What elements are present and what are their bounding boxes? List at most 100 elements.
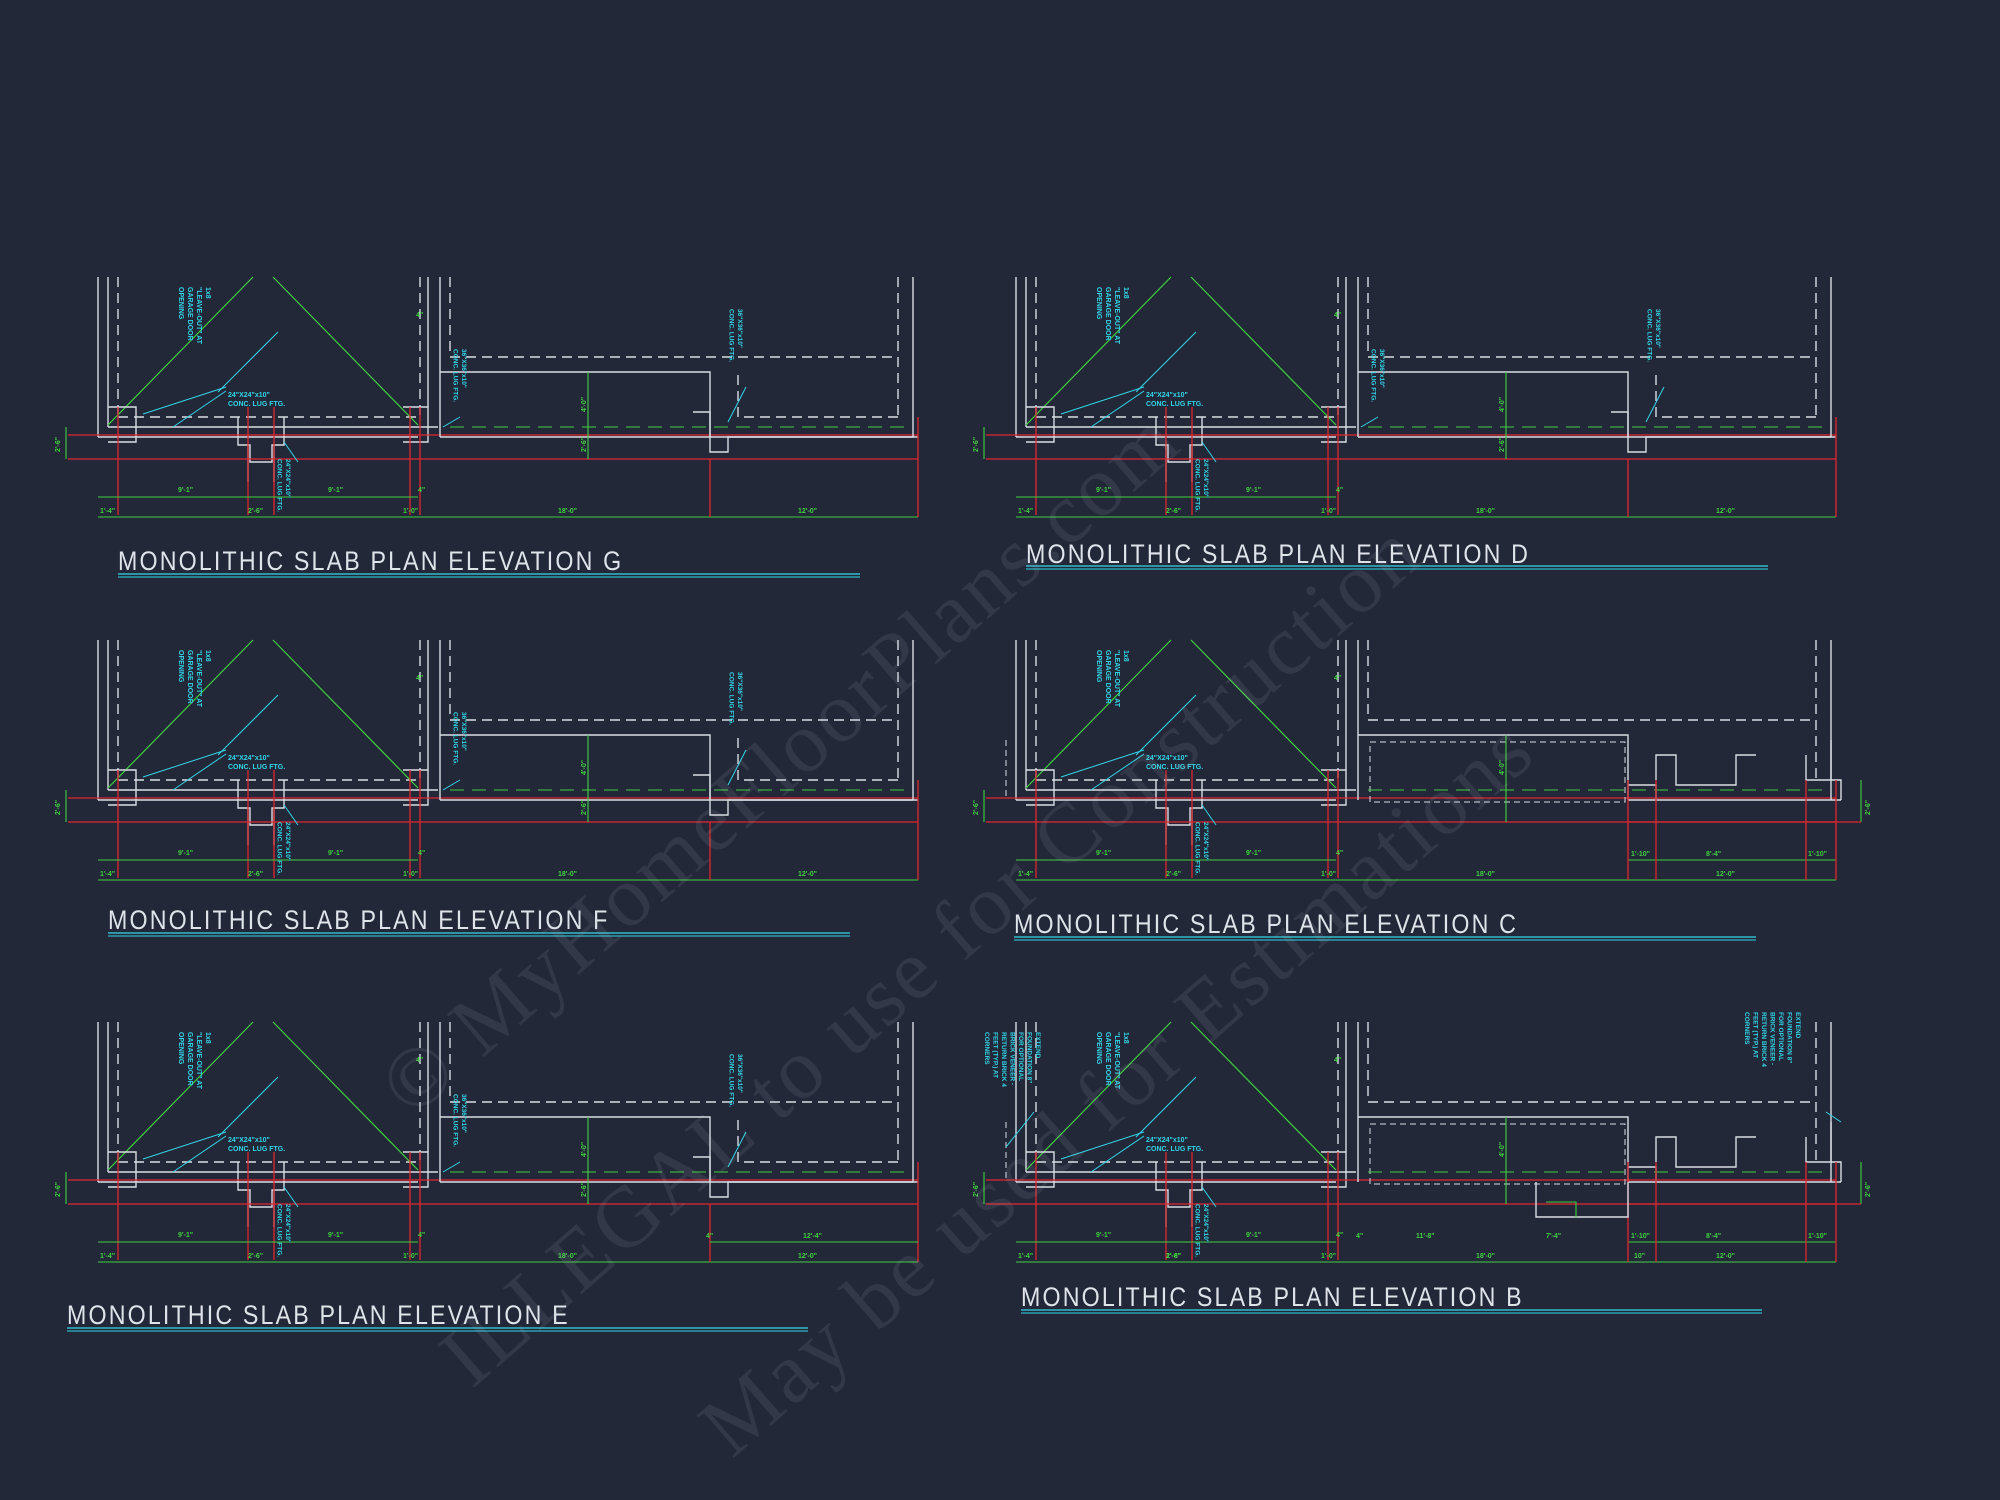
note-lug-footing-small: 24"X24"x10"CONC. LUG FTG. — [276, 822, 292, 875]
dim-left-vertical: 2'-6" — [55, 800, 62, 815]
note-garage-leave-out: 1x8"LEAVE-OUT" ATGARAGE DOOROPENING — [1095, 1032, 1129, 1090]
leader-lug-footing-2 — [172, 753, 227, 791]
note-lug-footing-36-right: 36"X36"x10"CONC. LUG FTG. — [728, 1054, 744, 1107]
leader-garage — [217, 331, 279, 393]
stagger-outline — [1655, 754, 1756, 786]
dim-porch-step: 2'-6" — [1499, 437, 1506, 452]
dim-house-width: 18'-0" — [558, 871, 577, 878]
dim-wall-4: 4" — [1334, 312, 1341, 319]
garage-door-diagonal-left — [107, 276, 254, 426]
note-lug-footing-small: 24"X24"x10"CONC. LUG FTG. — [1194, 459, 1210, 512]
leader-lug-36-right — [727, 386, 747, 423]
leader-lug-small — [283, 804, 299, 826]
dim-garage-right: 9'-1" — [1246, 487, 1261, 494]
garage-door-diagonal-right — [1190, 276, 1337, 426]
leader-lug-footing-2 — [1090, 390, 1145, 428]
leader-lug-footing-2 — [172, 390, 227, 428]
dim-4-inch: 4" — [1336, 487, 1343, 494]
note-lug-footing-36: 36"X36"x10"CONC. LUG FTG. — [452, 1094, 468, 1147]
house-inner-wall — [737, 1117, 898, 1163]
dim-house-width: 18'-0" — [558, 508, 577, 515]
dim-garage-left: 9'-1" — [178, 1232, 193, 1239]
leader-lug-footing — [142, 386, 227, 415]
dim-porch-depth: 4'-0" — [581, 760, 588, 775]
center-lug-footing — [237, 417, 285, 463]
dim-garage-right: 9'-1" — [328, 487, 343, 494]
leader-lug-small — [1201, 1186, 1217, 1208]
dim-house-width: 18'-0" — [1476, 871, 1495, 878]
dim-house-width-right: 12'-0" — [1716, 871, 1735, 878]
note-lug-footing: 24"X24"x10"CONC. LUG FTG. — [1146, 392, 1203, 408]
corner-lug-footing-left — [1026, 769, 1055, 806]
dim-garage-right: 9'-1" — [1246, 1232, 1261, 1239]
dim-4-inch: 4" — [418, 1232, 425, 1239]
dim-4-inch-right: 4" — [706, 1233, 713, 1240]
leader-lug-36-right — [727, 1131, 747, 1168]
corner-lug-footing-left — [1026, 406, 1055, 443]
dim-corner-left: 1'-4" — [100, 871, 115, 878]
note-lug-footing-36: 36"X36"x10"CONC. LUG FTG. — [1370, 349, 1386, 402]
porch-inner-dashed — [1369, 741, 1626, 803]
leader-lug-footing-2 — [1090, 753, 1145, 791]
dim-porch-depth: 4'-0" — [1499, 760, 1506, 775]
dim-lug-width: 2'-6" — [248, 1253, 263, 1260]
dim-house-width: 18'-0" — [1476, 508, 1495, 515]
leader-lug-footing-2 — [1090, 1135, 1145, 1173]
dim-house-width-right: 12'-0" — [1716, 1253, 1735, 1260]
slab-plan-panel-0: 2'-6"9'-1"9'-1"1'-4"2'-6"1'-0"4"4"1x8"LE… — [55, 276, 919, 518]
slab-plan-panel-1: 2'-6"9'-1"9'-1"1'-4"2'-6"1'-0"4"4"1x8"LE… — [973, 276, 1837, 518]
dim-corner-left: 1'-4" — [1018, 871, 1033, 878]
dim-corner-right: 1'-0" — [403, 1253, 418, 1260]
note-lug-footing-small: 24"X24"x10"CONC. LUG FTG. — [1194, 1204, 1210, 1257]
note-lug-footing-36: 36"X36"x10"CONC. LUG FTG. — [452, 712, 468, 765]
slab-plan-panel-4: 2'-6"9'-1"9'-1"1'-4"2'-6"1'-0"4"4"1x8"LE… — [55, 1021, 919, 1263]
garage-door-diagonal-right — [272, 276, 419, 426]
dim-wall-4: 4" — [416, 1057, 423, 1064]
dim-left-vertical: 2'-6" — [973, 1182, 980, 1197]
note-extend-foundation-right: EXTENDFOUNDATION 8"FOR OPTIONALBRICK VEN… — [1743, 1012, 1801, 1067]
dim-porch-depth: 4'-0" — [1499, 1142, 1506, 1157]
house-inner-wall — [737, 735, 898, 781]
dim-lug-width: 2'-6" — [1166, 508, 1181, 515]
corner-lug-footing-right — [403, 406, 429, 443]
dim-1-10-left: 1'-10" — [1631, 1233, 1650, 1240]
stair-detail-green — [1546, 1201, 1577, 1217]
leader-lug-small — [1201, 441, 1217, 463]
dim-wall-4: 4" — [1334, 675, 1341, 682]
house-inner-wall — [1655, 372, 1816, 418]
dim-garage-left: 9'-1" — [178, 850, 193, 857]
house-inner-wall — [737, 372, 898, 418]
note-lug-footing-small: 24"X24"x10"CONC. LUG FTG. — [276, 1204, 292, 1257]
porch-inner-dashed — [1369, 1123, 1626, 1185]
corner-lug-footing-right — [1321, 769, 1347, 806]
dim-corner-right: 1'-0" — [403, 508, 418, 515]
dim-corner-right: 1'-0" — [403, 871, 418, 878]
garage-door-diagonal-right — [272, 1021, 419, 1171]
dim-4-inch: 4" — [418, 487, 425, 494]
dim-right-vertical-label: 2'-6" — [1865, 1182, 1872, 1197]
note-garage-leave-out: 1x8"LEAVE-OUT" ATGARAGE DOOROPENING — [1095, 287, 1129, 345]
title-elevation-g: MONOLITHIC SLAB PLAN ELEVATION G — [118, 546, 624, 576]
corner-lug-footing-left — [108, 406, 137, 443]
dim-1-8: 1'-8" — [1166, 1253, 1181, 1260]
dim-wall-4: 4" — [416, 312, 423, 319]
garage-door-diagonal-left — [107, 1021, 254, 1171]
dim-garage-right: 9'-1" — [328, 850, 343, 857]
note-garage-leave-out: 1x8"LEAVE-OUT" ATGARAGE DOOROPENING — [177, 1032, 211, 1090]
dim-wall-4: 4" — [1334, 1057, 1341, 1064]
note-garage-leave-out: 1x8"LEAVE-OUT" ATGARAGE DOOROPENING — [1095, 650, 1129, 708]
dim-1-10-left: 1'-10" — [1631, 851, 1650, 858]
dim-corner-left: 1'-4" — [100, 1253, 115, 1260]
right-corner-footing — [1805, 755, 1842, 800]
title-elevation-c: MONOLITHIC SLAB PLAN ELEVATION C — [1014, 909, 1519, 939]
dim-porch-depth: 4'-0" — [581, 1142, 588, 1157]
leader-lug-small — [1201, 804, 1217, 826]
dim-corner-right: 1'-0" — [1321, 871, 1336, 878]
leader-garage — [1135, 331, 1197, 393]
center-lug-footing — [1155, 417, 1203, 463]
corner-lug-footing-left — [108, 769, 137, 806]
dim-house-width-right: 12'-0" — [798, 1253, 817, 1260]
stair-detail — [1535, 1182, 1629, 1218]
dim-left-vertical: 2'-6" — [973, 437, 980, 452]
dim-4-inch: 4" — [418, 850, 425, 857]
